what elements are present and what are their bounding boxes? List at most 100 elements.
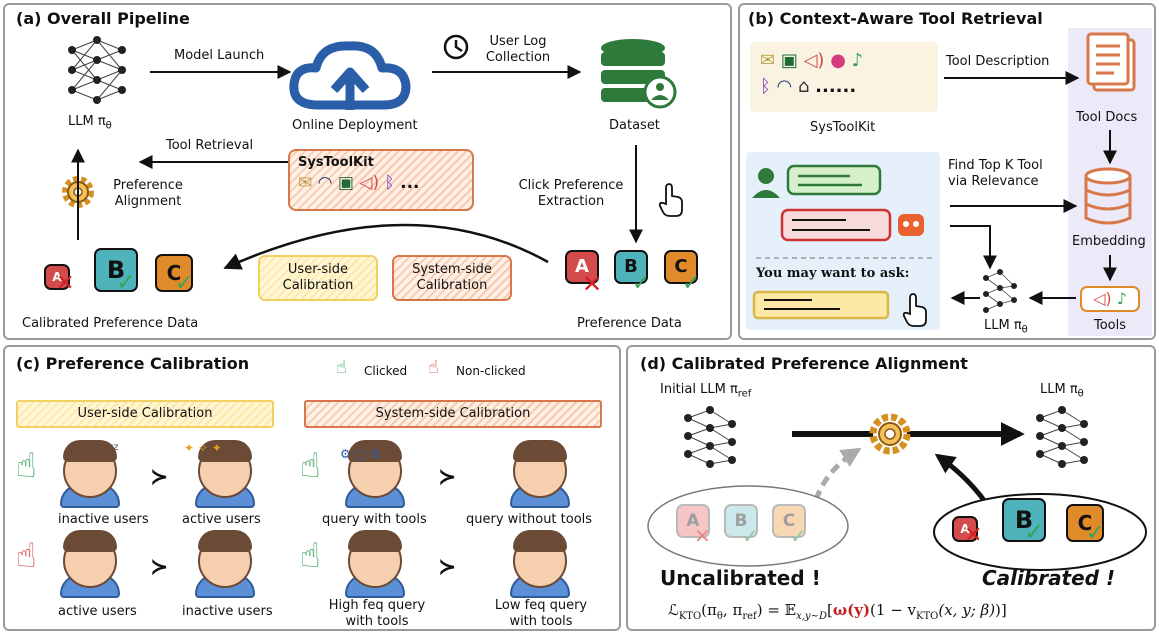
tile-a-preference: A: [565, 250, 599, 284]
neural-network-icon: [1036, 406, 1088, 468]
robot-icon: [898, 214, 924, 236]
document-stack-icon: [1086, 32, 1136, 92]
user-side-l1: User-side: [287, 262, 349, 277]
you-may-want-to-ask: You may want to ask:: [756, 266, 910, 281]
llm-label-text: LLM π: [68, 114, 106, 129]
neural-network-icon: [68, 36, 126, 104]
contact-icon: ▣: [780, 50, 798, 71]
calibrated-label: Calibrated !: [982, 566, 1116, 590]
gt-symbol-1: ≻: [150, 465, 169, 490]
clicked-legend: Clicked: [364, 364, 408, 378]
active-user-face: [63, 530, 117, 588]
final-llm-text: LLM π: [1040, 382, 1078, 397]
low-l1: Low feq query: [494, 598, 588, 613]
initial-llm-sub: ref: [737, 388, 752, 400]
systoolkit-title: SysToolKit: [298, 155, 374, 170]
system-side-l2: Calibration: [416, 278, 488, 293]
llm-label-sub: θ: [105, 120, 112, 132]
panel-d-title: (d) Calibrated Preference Alignment: [640, 354, 968, 373]
f-omega: ω(y): [832, 601, 871, 619]
check-mark-icon: ✓: [1024, 518, 1045, 546]
wifi-icon: ◠: [776, 76, 793, 97]
check-mark-icon: ✓: [116, 268, 137, 296]
tile-c-preference: C: [664, 250, 698, 284]
notools-user-face: [513, 440, 567, 498]
sleepy-user-face: [63, 440, 117, 498]
tools-user-face: [348, 440, 402, 498]
final-llm-label: LLM πθ: [1040, 382, 1084, 403]
systoolkit-icons-b: ✉ ▣ ◁) ● ♪ ᛒ ◠ ⌂ ......: [760, 48, 930, 100]
tile-b-calibrated: B: [94, 248, 138, 292]
f-end: (x, y; β): [938, 601, 996, 619]
lowfreq-user-face: [513, 530, 567, 588]
bluetooth-icon: ᛒ: [760, 76, 771, 97]
calibrated-preference-data-label: Calibrated Preference Data: [22, 316, 199, 331]
clock-icon: [443, 34, 469, 60]
wifi-icon: ◠: [317, 173, 333, 193]
f-kto2: KTO: [916, 611, 939, 622]
tile-c-uncalibrated: C: [772, 504, 806, 538]
cloud-upload-icon: [289, 41, 411, 110]
query-with-tools-label: query with tools: [322, 512, 427, 527]
inactive-user-face: [198, 530, 252, 588]
systoolkit-box: SysToolKit ✉ ◠ ▣ ◁) ᛒ ...: [288, 149, 474, 211]
f-theta: θ: [716, 611, 723, 622]
check-mark-icon: ✓: [790, 524, 807, 548]
highfreq-user-face: [348, 530, 402, 588]
kto-formula: ℒKTO(πθ, πref) = 𝔼x,y~D[ω(y)(1 − vKTO(x,…: [668, 600, 1007, 627]
embedding-database-icon: [1084, 167, 1132, 225]
gt-symbol-2: ≻: [438, 465, 457, 490]
x-mark-icon: ✕: [56, 271, 75, 296]
f-sub: x,y~D: [796, 611, 827, 622]
tool-docs-label: Tool Docs: [1076, 110, 1138, 125]
inactive-users-label-2: inactive users: [182, 604, 273, 619]
zzz-icon: zz: [108, 442, 119, 453]
llm-b-text: LLM π: [984, 318, 1022, 333]
tools-label: Tools: [1094, 318, 1127, 333]
bluetooth-icon: ᛒ: [384, 173, 395, 193]
x-mark-icon: ✕: [964, 523, 983, 548]
non-clicked-legend-icon: ☝: [428, 357, 439, 378]
tile-a-uncalibrated: A: [676, 504, 710, 538]
neural-network-icon: [684, 406, 736, 468]
pointer-hand-icon: [902, 293, 927, 327]
happy-user-face: [198, 440, 252, 498]
active-users-label-1: active users: [182, 512, 261, 527]
high-l1: High feq query: [328, 598, 426, 613]
f-comma: , π: [722, 601, 743, 619]
systoolkit-dots: ......: [815, 76, 857, 97]
systoolkit-card: [750, 42, 938, 112]
gear-icon: [869, 413, 911, 455]
tile-a-calibrated: A: [44, 264, 70, 290]
check-mark-icon: ✓: [1086, 521, 1105, 546]
music-note-icon: ♪: [851, 50, 864, 71]
check-mark-icon: ✓: [632, 271, 651, 296]
f-l: ℒ: [668, 601, 679, 619]
speaker-icon: ◁): [359, 173, 380, 193]
pointer-hand-icon: [658, 183, 683, 217]
initial-llm-label: Initial LLM πref: [660, 382, 751, 403]
final-llm-sub: θ: [1077, 388, 1084, 400]
user-log-line1: User Log: [489, 34, 547, 49]
tool-retrieval-label: Tool Retrieval: [166, 138, 254, 153]
f-rest: (1 − v: [870, 601, 917, 619]
systoolkit-icons: ✉ ◠ ▣ ◁) ᛒ ...: [290, 171, 472, 195]
f-kto: KTO: [678, 611, 702, 622]
high-l2: with tools: [345, 614, 409, 629]
online-deployment-label: Online Deployment: [292, 118, 418, 133]
neural-network-icon: [983, 269, 1017, 313]
tile-b-calibrated-d: B: [1002, 498, 1046, 542]
tile-c-calibrated: C: [155, 254, 193, 292]
x-mark-icon: ✕: [582, 270, 603, 298]
model-launch-label: Model Launch: [174, 48, 265, 63]
